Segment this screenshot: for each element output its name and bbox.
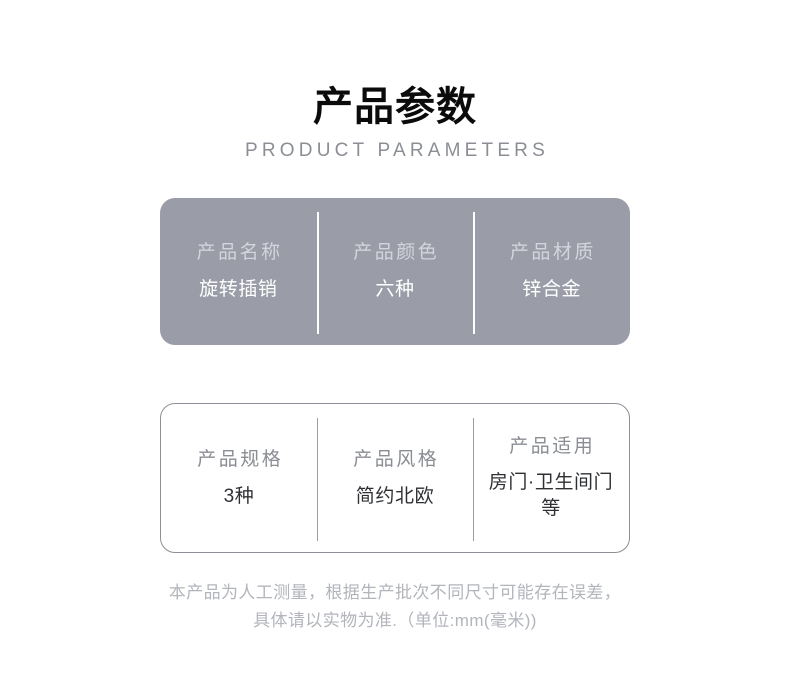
spec-label: 产品风格 [353, 448, 440, 470]
spec-value: 房门·卫生间门等 [488, 472, 614, 519]
spec-value: 简约北欧 [355, 485, 435, 507]
spec-cell-product-material: 产品材质 锌合金 [473, 198, 630, 345]
spec-value: 旋转插销 [199, 279, 278, 300]
spec-panel-primary: 产品名称 旋转插销 产品颜色 六种 产品材质 锌合金 [160, 198, 630, 345]
page-header: 产品参数 PRODUCT PARAMETERS [0, 84, 790, 162]
spec-label: 产品适用 [509, 436, 596, 457]
spec-cell-product-style: 产品风格 简约北欧 [317, 404, 473, 552]
page-title: 产品参数 [313, 85, 477, 129]
spec-label: 产品规格 [197, 448, 284, 470]
spec-cell-product-application: 产品适用 房门·卫生间门等 [473, 404, 629, 552]
spec-label: 产品名称 [196, 242, 283, 263]
spec-cell-product-name: 产品名称 旋转插销 [160, 198, 317, 345]
spec-label: 产品颜色 [353, 242, 440, 263]
spec-cell-product-size: 产品规格 3种 [161, 404, 317, 552]
spec-panel-secondary: 产品规格 3种 产品风格 简约北欧 产品适用 房门·卫生间门等 [160, 403, 630, 553]
spec-value: 六种 [375, 279, 415, 300]
spec-label: 产品材质 [509, 242, 596, 263]
spec-value: 锌合金 [522, 279, 582, 300]
spec-cell-product-color: 产品颜色 六种 [316, 198, 474, 345]
disclaimer-note: 本产品为人工测量，根据生产批次不同尺寸可能存在误差， 具体请以实物为准.（单位:… [0, 579, 790, 635]
disclaimer-line-1: 本产品为人工测量，根据生产批次不同尺寸可能存在误差， [168, 583, 622, 602]
disclaimer-line-2: 具体请以实物为准.（单位:mm(毫米)) [253, 611, 537, 630]
page-subtitle: PRODUCT PARAMETERS [245, 140, 549, 161]
spec-value: 3种 [223, 485, 255, 507]
